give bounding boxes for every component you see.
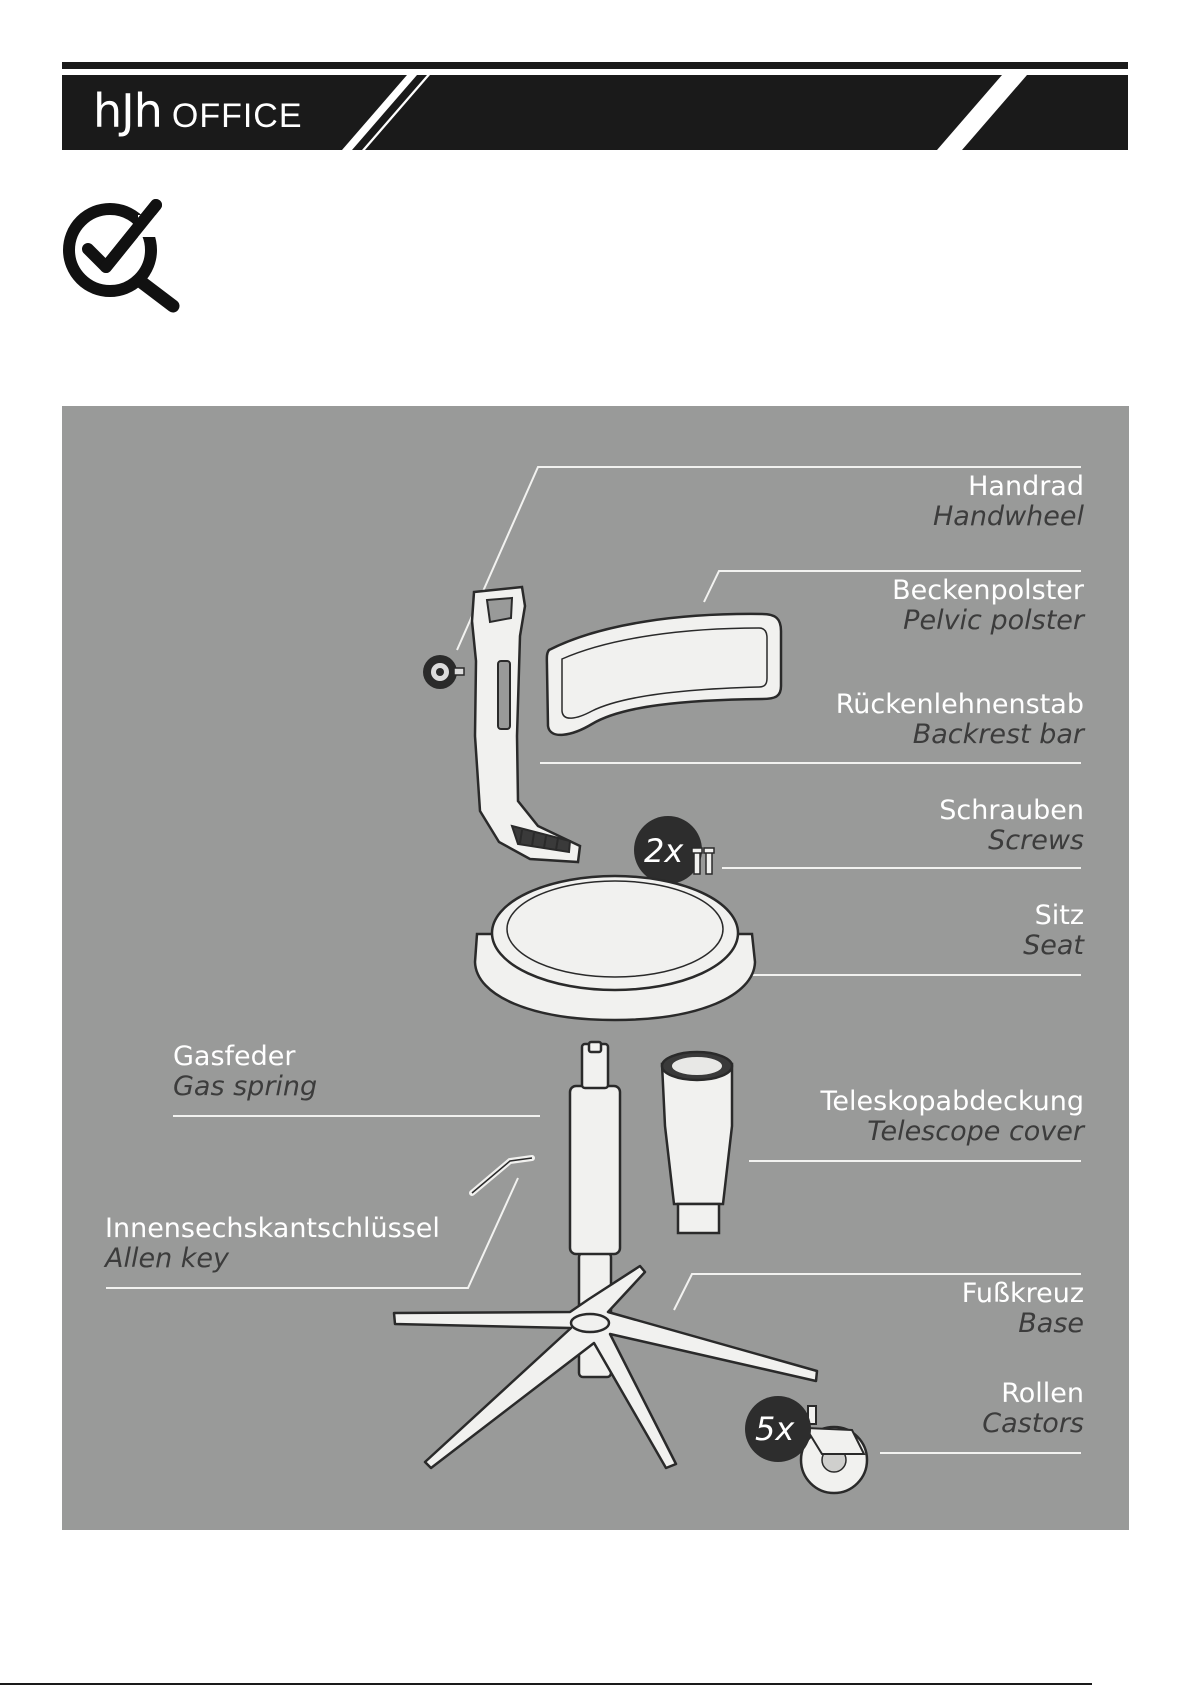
header-top-rule [62, 62, 1128, 69]
allen-key-part [472, 1158, 532, 1193]
logo-word: OFFICE [172, 97, 303, 135]
telescope-cover-part [662, 1052, 732, 1233]
handwheel-part [423, 655, 464, 689]
brand-logo: hJh OFFICE [93, 84, 303, 138]
seat-part [475, 876, 755, 1020]
logo-mark: hJh [93, 84, 162, 138]
parts-overview-panel: 2x [62, 406, 1129, 1530]
castors-part: 5x [745, 1396, 867, 1493]
screws-part: 2x [634, 816, 714, 884]
castors-count: 5x [755, 1410, 795, 1448]
checklist-magnifier-icon [60, 195, 182, 313]
screws-count: 2x [644, 832, 684, 870]
pelvic-polster-part [547, 614, 781, 735]
